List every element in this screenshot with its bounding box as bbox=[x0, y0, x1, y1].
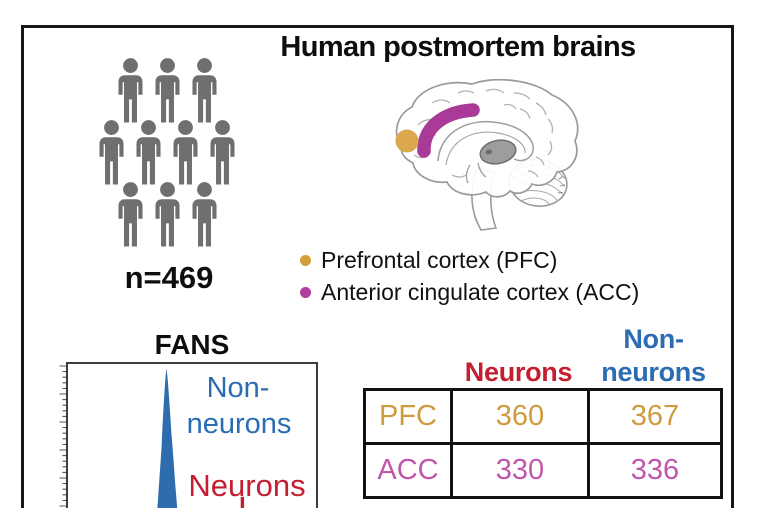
pictogram-row bbox=[87, 119, 247, 187]
counts-table: PFC 360 367 ACC 330 336 bbox=[363, 388, 723, 499]
cohort-count-label: n=469 bbox=[124, 260, 214, 295]
fans-plot: Non- neurons Neurons bbox=[66, 362, 318, 508]
fans-non-neurons-label-line2: neurons bbox=[186, 408, 292, 440]
cell-region-pfc: PFC bbox=[363, 388, 453, 445]
table-header-neurons: Neurons bbox=[464, 357, 573, 387]
neurons-arrow bbox=[240, 496, 245, 508]
cell-pfc-neurons: 360 bbox=[450, 388, 590, 445]
person-icon bbox=[204, 119, 241, 187]
cell-acc-non-neurons: 336 bbox=[587, 442, 723, 499]
legend-label-acc: Anterior cingulate cortex (ACC) bbox=[321, 278, 640, 305]
legend-item-acc: Anterior cingulate cortex (ACC) bbox=[300, 276, 639, 308]
table-row-acc: ACC 330 336 bbox=[363, 442, 723, 499]
legend-item-pfc: Prefrontal cortex (PFC) bbox=[300, 244, 639, 276]
person-icon bbox=[149, 181, 186, 249]
pfc-bullet-icon bbox=[300, 254, 311, 266]
brain-illustration bbox=[395, 79, 579, 231]
fans-axis-ticks bbox=[59, 365, 66, 507]
fans-title: FANS bbox=[154, 329, 230, 360]
acc-region bbox=[417, 103, 480, 158]
figure-title: Human postmortem brains bbox=[280, 31, 636, 63]
table-row-pfc: PFC 360 367 bbox=[363, 388, 723, 445]
person-icon bbox=[112, 181, 149, 249]
non-neurons-peak bbox=[157, 368, 178, 508]
person-icon bbox=[167, 119, 204, 187]
tick-marks bbox=[59, 365, 66, 507]
cell-pfc-non-neurons: 367 bbox=[587, 388, 723, 445]
cerebrum-outline bbox=[395, 79, 579, 198]
corpus-callosum bbox=[437, 121, 534, 162]
acc-bullet-icon bbox=[300, 286, 311, 298]
fans-neurons-label: Neurons bbox=[188, 468, 306, 503]
person-icon bbox=[186, 57, 223, 125]
person-icon bbox=[186, 181, 223, 249]
pictogram-row bbox=[87, 57, 247, 125]
table-header-non-line2: neurons bbox=[601, 357, 706, 387]
fans-histogram bbox=[157, 368, 245, 508]
sulci-lines bbox=[413, 88, 554, 178]
cell-region-acc: ACC bbox=[363, 442, 453, 499]
pfc-region bbox=[395, 129, 419, 153]
pictogram-row bbox=[87, 181, 247, 249]
cell-acc-neurons: 330 bbox=[450, 442, 590, 499]
legend-label-pfc: Prefrontal cortex (PFC) bbox=[321, 246, 558, 273]
thalamus bbox=[479, 139, 517, 165]
table-header-non-line1: Non- bbox=[623, 324, 684, 354]
person-icon bbox=[149, 57, 186, 125]
table-header-non-neurons: Non- neurons bbox=[587, 323, 720, 389]
person-icon bbox=[130, 119, 167, 187]
region-legend: Prefrontal cortex (PFC) Anterior cingula… bbox=[300, 244, 639, 308]
fans-non-neurons-label-line1: Non- bbox=[206, 372, 270, 404]
cohort-pictogram bbox=[87, 57, 247, 249]
person-icon bbox=[93, 119, 130, 187]
person-icon bbox=[112, 57, 149, 125]
